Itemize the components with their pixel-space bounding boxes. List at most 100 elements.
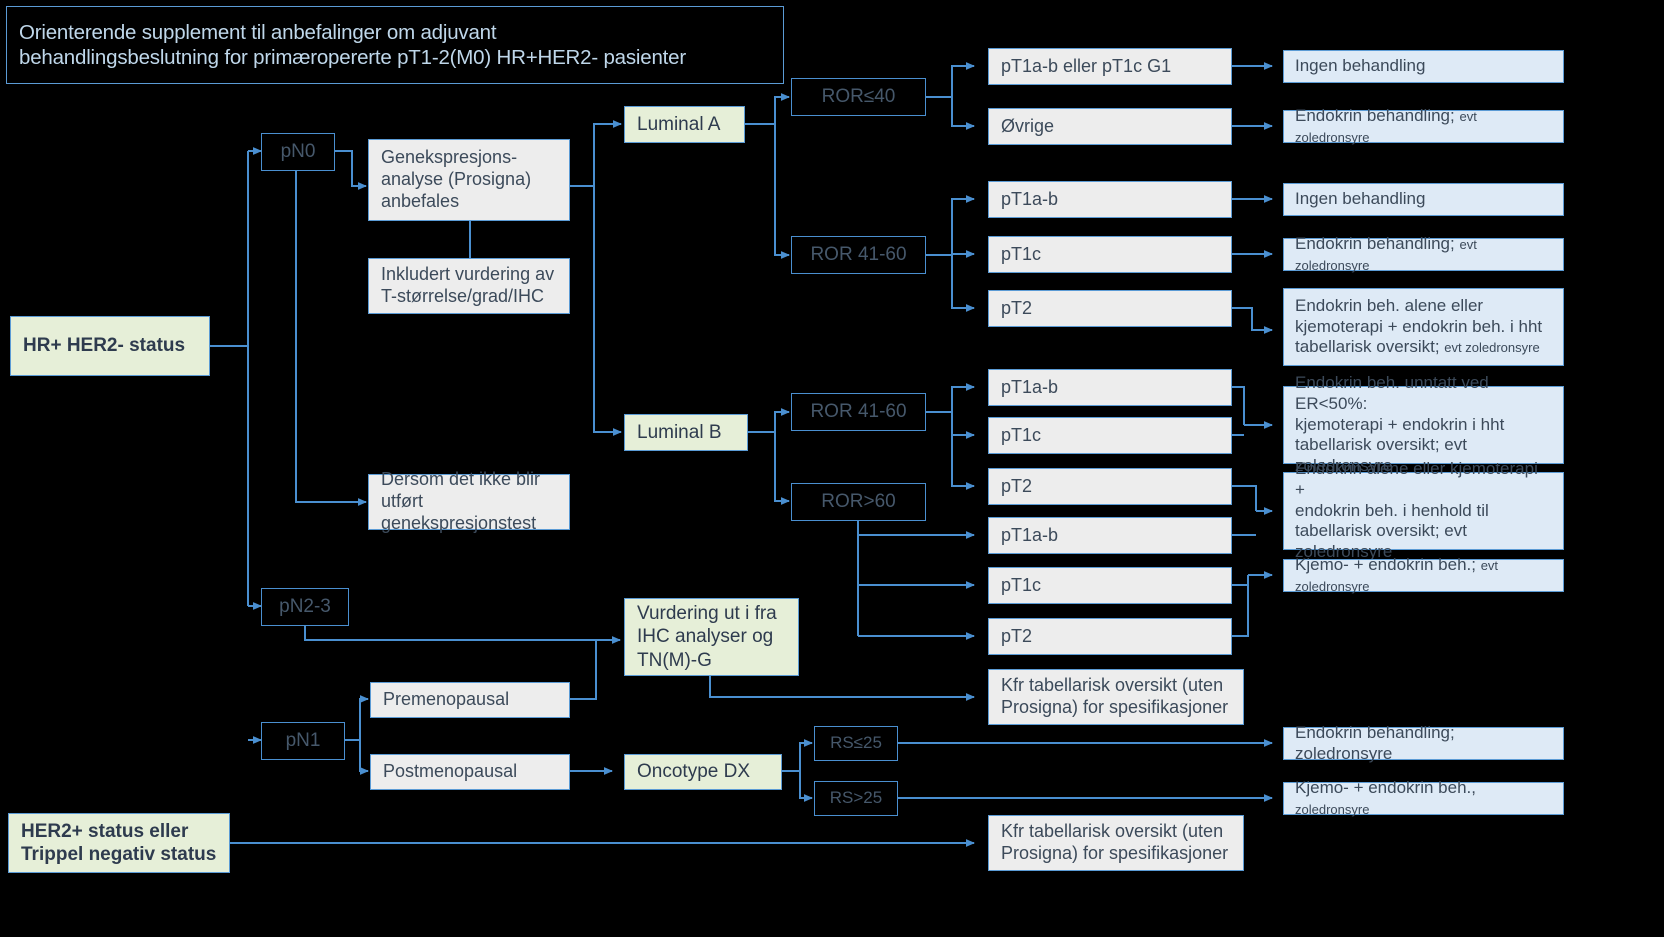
outcome-kjemo-endokrin-evt-zoledronsyre[interactable]: Kjemo- + endokrin beh.; evt zoledronsyre	[1283, 555, 1564, 594]
node-rs-gt-25[interactable]: RS>25	[814, 781, 898, 816]
vurdering-line-3: TN(M)-G	[637, 649, 712, 671]
node-premenopausal[interactable]: Premenopausal	[370, 682, 570, 718]
entry-her2-trippel-status[interactable]: HER2+ status eller Trippel negativ statu…	[8, 813, 230, 873]
node-ror-41-60-luminal-b[interactable]: ROR 41-60	[791, 393, 926, 431]
stage-a-pt1ab[interactable]: pT1a-b	[988, 181, 1232, 218]
outcome-ingen-behandling-1[interactable]: Ingen behandling	[1283, 50, 1564, 83]
genekspresjon-line-2: analyse (Prosigna)	[381, 169, 532, 190]
stage-b-pt1ab[interactable]: pT1a-b	[988, 369, 1232, 406]
title-line-1: Orienterende supplement til anbefalinger…	[19, 21, 497, 44]
endokrin-1-main: Endokrin behandling;	[1295, 105, 1455, 125]
outcome-endokrin-evt-zoledronsyre-1[interactable]: Endokrin behandling; evt zoledronsyre	[1283, 106, 1564, 145]
stage-b-pt2-label: pT2	[1001, 475, 1033, 496]
kfr-2-line-1: Kfr tabellarisk oversikt (uten	[1001, 821, 1224, 842]
entry-her2-line-2: Trippel negativ status	[21, 844, 217, 865]
stage-a-pt2[interactable]: pT2	[988, 290, 1232, 327]
luminal-b-label: Luminal B	[637, 421, 722, 443]
node-pn1-label: pN1	[285, 730, 321, 752]
node-pn0-label: pN0	[280, 141, 316, 163]
endokrin-alene-eller-line-1: Endokrin alene eller kjemoterapi +	[1295, 459, 1538, 499]
outcome-endokrin-zoledronsyre[interactable]: Endokrin behandling; zoledronsyre	[1283, 723, 1564, 763]
node-pn2-3[interactable]: pN2-3	[261, 588, 349, 626]
luminal-a-label: Luminal A	[637, 113, 721, 135]
vurdering-line-1: Vurdering ut i fra	[637, 603, 777, 625]
endokrin-alene-kjemo-line-3-main: tabellarisk oversikt;	[1295, 337, 1440, 357]
outcome-endokrin-alene-eller-kjemoterapi[interactable]: Endokrin alene eller kjemoterapi + endok…	[1283, 459, 1564, 561]
node-ror-41-60-luminal-a[interactable]: ROR 41-60	[791, 236, 926, 274]
stage-c-pt1ab-label: pT1a-b	[1001, 524, 1059, 545]
stage-ovrige[interactable]: Øvrige	[988, 108, 1232, 145]
kjemo-endokrin-small: evt zoledronsyre	[1295, 557, 1499, 594]
kjemo-endokrin-zol-main: Kjemo- + endokrin beh.,	[1295, 777, 1476, 797]
kfr-2-line-2: Prosigna) for spesifikasjoner	[1001, 843, 1229, 863]
endokrin-2-main: Endokrin behandling;	[1295, 233, 1455, 253]
node-ror-le-40[interactable]: ROR≤40	[791, 78, 926, 116]
node-oncotype-dx[interactable]: Oncotype DX	[624, 754, 782, 790]
endokrin-unntatt-line-1: Endokrin beh. unntatt ved ER<50%:	[1295, 373, 1489, 413]
stage-a-pt1c-label: pT1c	[1001, 243, 1042, 264]
outcome-endokrin-alene-eller-kjemo[interactable]: Endokrin beh. alene eller kjemoterapi + …	[1283, 288, 1564, 366]
node-luminal-a[interactable]: Luminal A	[624, 106, 745, 143]
stage-a-pt1ab-label: pT1a-b	[1001, 188, 1059, 209]
node-rs-le-25[interactable]: RS≤25	[814, 726, 898, 761]
entry-hr-her2-status[interactable]: HR+ HER2- status	[10, 316, 210, 376]
endokrin-alene-kjemo-line-2: kjemoterapi + endokrin beh. i hht	[1295, 316, 1543, 336]
kjemo-endokrin-main: Kjemo- + endokrin beh.;	[1295, 554, 1476, 574]
endokrin-2-small: evt zoledronsyre	[1295, 236, 1477, 273]
node-pn2-3-label: pN2-3	[279, 596, 331, 618]
entry-hr-her2-label: HR+ HER2- status	[23, 335, 186, 357]
endokrin-alene-eller-line-2: endokrin beh. i henhold til	[1295, 500, 1489, 520]
node-dersom-ikke-genekspresjonstest[interactable]: Dersom det ikke blir utført genekspresjo…	[368, 469, 570, 533]
node-pn1[interactable]: pN1	[261, 722, 345, 760]
endokrin-alene-kjemo-line-3-small: evt zoledronsyre	[1444, 340, 1540, 356]
node-genekspresjonsanalyse[interactable]: Genekspresjons- analyse (Prosigna) anbef…	[368, 139, 570, 221]
stage-c-pt1c[interactable]: pT1c	[988, 567, 1232, 604]
stage-ovrige-label: Øvrige	[1001, 115, 1055, 136]
node-vurdering-ihc[interactable]: Vurdering ut i fra IHC analyser og TN(M)…	[624, 598, 799, 676]
postmenopausal-label: Postmenopausal	[383, 761, 518, 782]
vurdering-line-2: IHC analyser og	[637, 626, 774, 648]
endokrin-alene-eller-line-3: tabellarisk oversikt; evt zoledronsyre	[1295, 521, 1467, 562]
outcome-kfr-tabellarisk-2[interactable]: Kfr tabellarisk oversikt (uten Prosigna)…	[988, 815, 1244, 871]
endokrin-unntatt-line-2: kjemoterapi + endokrin i hht	[1295, 414, 1505, 434]
rs-le-25-label: RS≤25	[830, 733, 882, 753]
stage-b-pt1c[interactable]: pT1c	[988, 417, 1232, 454]
node-postmenopausal[interactable]: Postmenopausal	[370, 754, 570, 790]
outcome-kjemo-endokrin-zoledronsyre[interactable]: Kjemo- + endokrin beh., zoledronsyre	[1283, 778, 1564, 817]
outcome-kfr-tabellarisk-1[interactable]: Kfr tabellarisk oversikt (uten Prosigna)…	[988, 669, 1244, 725]
node-inkludert-vurdering[interactable]: Inkludert vurdering av T-størrelse/grad/…	[368, 258, 570, 314]
entry-her2-line-1: HER2+ status eller	[21, 820, 189, 842]
ror-le-40-label: ROR≤40	[821, 86, 896, 108]
node-luminal-b[interactable]: Luminal B	[624, 414, 748, 451]
kjemo-endokrin-zol-small: zoledronsyre	[1295, 801, 1370, 817]
stage-c-pt2-label: pT2	[1001, 625, 1033, 646]
endokrin-alene-kjemo-line-1: Endokrin beh. alene eller	[1295, 295, 1484, 315]
stage-b-pt1ab-label: pT1a-b	[1001, 376, 1059, 397]
outcome-endokrin-unntatt-er50[interactable]: Endokrin beh. unntatt ved ER<50%: kjemot…	[1283, 373, 1564, 475]
outcome-ingen-behandling-2[interactable]: Ingen behandling	[1283, 183, 1564, 216]
ror-gt-60-label: ROR>60	[821, 491, 896, 513]
stage-pt1ab-g1-label: pT1a-b eller pT1c G1	[1001, 55, 1172, 76]
kfr-1-line-1: Kfr tabellarisk oversikt (uten	[1001, 675, 1224, 696]
inkludert-line-2: T-størrelse/grad/IHC	[381, 286, 545, 306]
title-line-2: behandlingsbeslutning for primæropererte…	[19, 46, 687, 69]
endokrin-unntatt-line-3: tabellarisk oversikt; evt zoledronsyre	[1295, 435, 1467, 476]
stage-a-pt1c[interactable]: pT1c	[988, 236, 1232, 273]
dersom-line-1: Dersom det ikke blir	[381, 469, 541, 490]
kfr-1-line-2: Prosigna) for spesifikasjoner	[1001, 697, 1229, 717]
stage-b-pt1c-label: pT1c	[1001, 424, 1042, 445]
node-ror-gt-60[interactable]: ROR>60	[791, 483, 926, 521]
genekspresjon-line-1: Genekspresjons-	[381, 147, 518, 168]
title-banner: Orienterende supplement til anbefalinger…	[6, 6, 784, 84]
stage-c-pt1ab[interactable]: pT1a-b	[988, 517, 1232, 554]
stage-pt1ab-eller-pt1c-g1[interactable]: pT1a-b eller pT1c G1	[988, 48, 1232, 85]
outcome-endokrin-evt-zoledronsyre-2[interactable]: Endokrin behandling; evt zoledronsyre	[1283, 234, 1564, 273]
node-pn0[interactable]: pN0	[261, 133, 335, 171]
stage-c-pt2[interactable]: pT2	[988, 618, 1232, 655]
ror-41-60-a-label: ROR 41-60	[810, 244, 907, 266]
stage-b-pt2[interactable]: pT2	[988, 468, 1232, 505]
ingen-behandling-1-label: Ingen behandling	[1295, 56, 1426, 76]
premenopausal-label: Premenopausal	[383, 689, 510, 710]
ror-41-60-b-label: ROR 41-60	[810, 401, 907, 423]
